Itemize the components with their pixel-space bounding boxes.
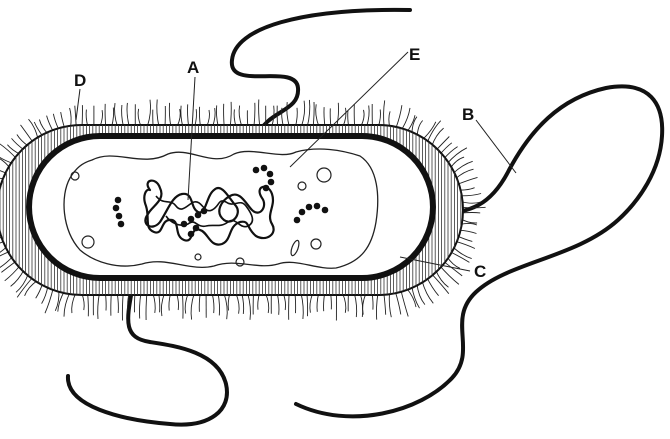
pilus [360,293,363,317]
pilus [295,293,296,313]
pilus [455,241,475,248]
pilus [354,293,356,317]
pilus [161,293,164,316]
pilus [455,169,474,179]
pilus [367,106,370,128]
pilus [29,119,39,139]
label-e: E [409,45,420,64]
pilus [11,270,25,287]
pilus [254,103,255,127]
pilus [313,102,314,127]
pilus [187,104,188,127]
pilus [277,293,279,315]
ribosome [116,213,123,220]
pilus [236,293,239,314]
ribosome [299,209,306,216]
pilus [218,293,220,315]
label-b: B [462,105,474,124]
ribosome [261,165,268,172]
label-a: A [187,58,199,77]
pilus [72,293,76,313]
pilus [259,100,260,128]
pilus [191,293,194,320]
flagellum-left-bottom [68,290,227,425]
ribosome [195,212,202,219]
pilus [401,108,410,130]
pilus [105,104,106,127]
ribosome [322,207,329,214]
pilus [139,293,140,319]
label-c: C [474,262,486,281]
pilus [122,293,123,321]
ribosome [188,231,195,238]
ribosome [201,208,208,215]
pilus [64,292,70,317]
pilus [422,122,436,140]
leader-line-b [476,120,516,173]
pilus [248,293,251,320]
pilus [401,290,408,317]
pilus [301,293,303,319]
ribosome [181,221,188,228]
pilus [216,105,218,127]
pilus [422,280,433,303]
pilus [98,293,100,319]
pilus [147,100,150,127]
pilus [453,161,473,174]
pilus [436,270,449,287]
pilus [181,106,183,127]
ribosome [263,185,270,192]
pilus [185,293,188,314]
ribosome [193,225,200,232]
pilus [212,293,214,313]
pilus [389,292,391,317]
ribosome [306,204,313,211]
ribosome [118,221,125,228]
ribosome [113,205,120,212]
pilus [457,177,478,184]
pilus [199,107,200,127]
pilus [453,247,472,259]
pilus [395,291,401,314]
pilus [384,293,386,315]
pilus [376,293,378,320]
ribosome [314,203,321,210]
pilus [301,101,304,127]
ribosome [267,171,274,178]
pilus [307,293,308,316]
pilus [88,293,89,316]
pilus [396,105,402,129]
ribosome [294,217,301,224]
pilus [224,104,225,127]
pilus [384,100,385,127]
ribosome [253,167,260,174]
pilus [146,293,147,320]
pilus [337,103,339,127]
leader-line-d [76,89,80,120]
pilus [157,100,159,128]
pilus [182,293,183,319]
ribosome [268,179,275,186]
pilus [242,293,244,314]
pilus [230,102,231,127]
ribosome [115,197,122,204]
pilus [224,293,227,319]
pilus [16,273,29,292]
pilus [122,105,124,127]
pilus [21,125,34,143]
ribosome [188,216,195,223]
pilus [431,274,449,294]
label-d: D [74,71,86,90]
pilus [115,103,118,127]
pilus [239,106,242,127]
pilus [460,194,481,196]
pilus [307,100,310,127]
pilus [127,103,129,127]
pilus [316,104,319,127]
pilus [169,103,171,127]
